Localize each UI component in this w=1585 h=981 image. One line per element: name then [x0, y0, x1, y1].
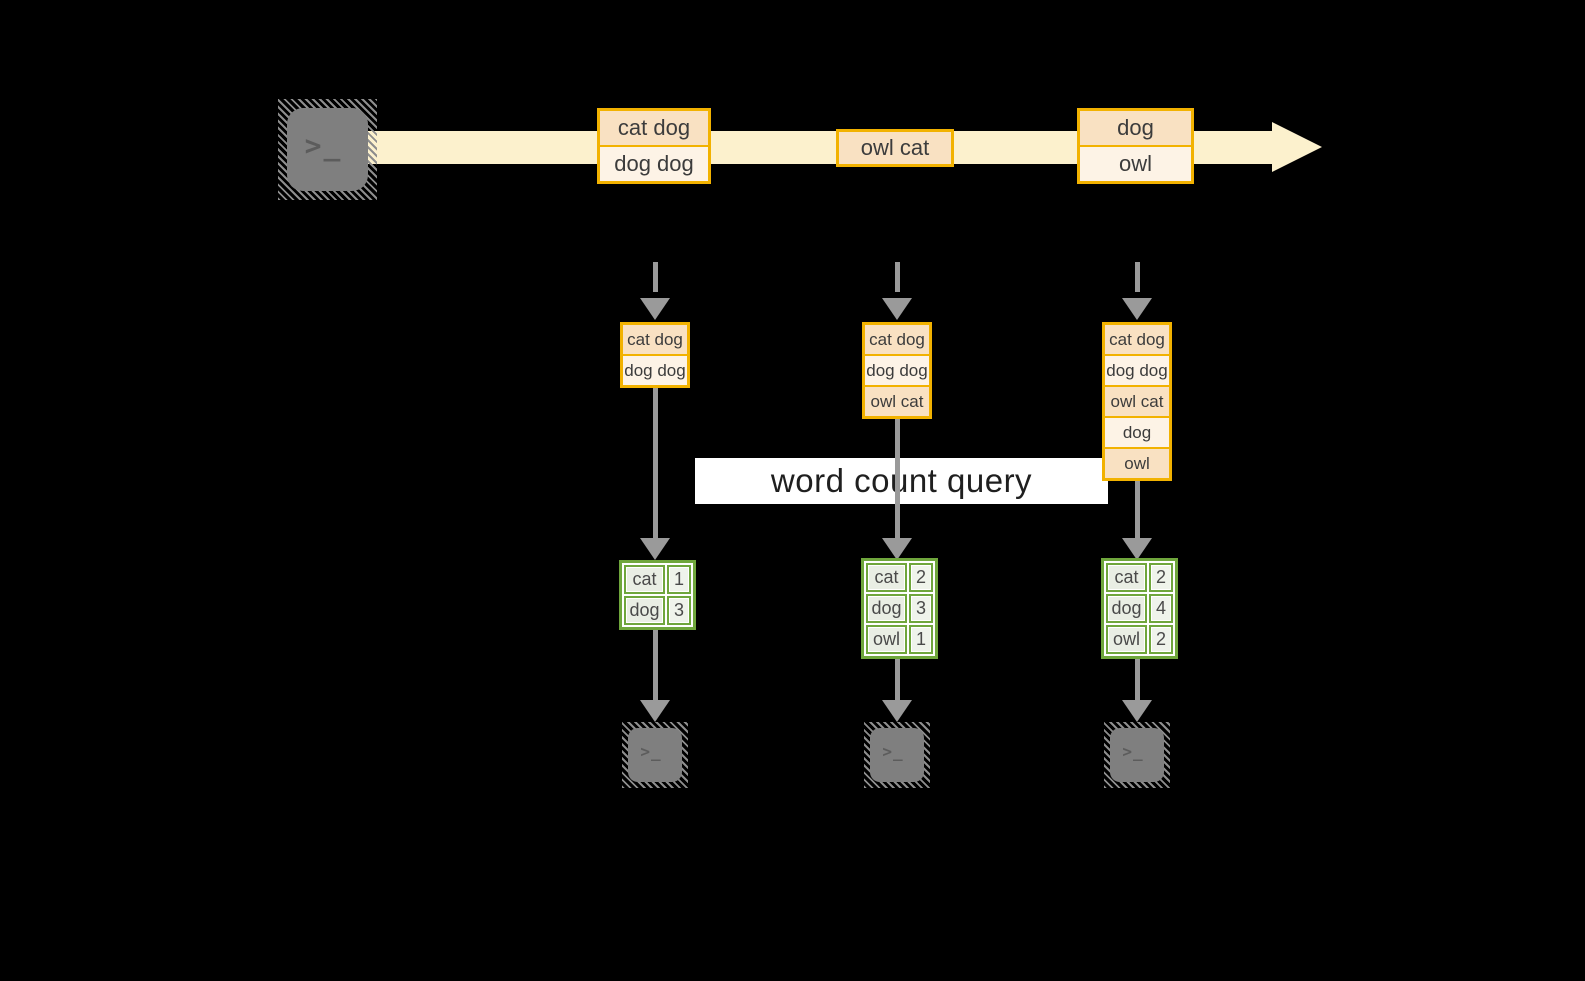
word-cell: cat — [1106, 563, 1147, 592]
query-arrow — [895, 419, 900, 538]
terminal-icon: >_ — [870, 728, 924, 782]
source-terminal-icon: >_ — [278, 99, 377, 200]
word-cell: owl — [1106, 625, 1147, 654]
table-row: owl 2 — [1106, 625, 1173, 654]
count-cell: 3 — [667, 596, 691, 625]
count-cell: 4 — [1149, 594, 1173, 623]
word-count-query-label: word count query — [695, 458, 1108, 504]
query-arrow — [1135, 481, 1140, 538]
terminal-icon: >_ — [628, 728, 682, 782]
stream-batch-1: cat dog dog dog — [597, 108, 711, 184]
count-cell: 1 — [667, 565, 691, 594]
dashed-arrowhead-icon — [882, 298, 912, 320]
table-row: dog 3 — [624, 596, 691, 625]
output-terminal-icon-3: >_ — [1104, 722, 1170, 788]
terminal-icon: >_ — [1110, 728, 1164, 782]
accumulated-records-2: cat dog dog dog owl cat — [862, 322, 932, 419]
queue-row: cat dog — [865, 325, 929, 354]
count-cell: 2 — [909, 563, 933, 592]
stream-record: dog — [1080, 111, 1191, 145]
word-count-table-1: cat 1 dog 3 — [619, 560, 696, 630]
output-arrow — [1135, 659, 1140, 700]
queue-row: dog — [1105, 418, 1169, 447]
arrowhead-icon — [882, 700, 912, 722]
table-row: dog 4 — [1106, 594, 1173, 623]
dashed-arrow — [1135, 262, 1140, 292]
table-row: dog 3 — [866, 594, 933, 623]
queue-row: dog dog — [623, 356, 687, 385]
output-terminal-icon-2: >_ — [864, 722, 930, 788]
word-count-table-3: cat 2 dog 4 owl 2 — [1101, 558, 1178, 659]
word-cell: cat — [866, 563, 907, 592]
table-row: cat 2 — [866, 563, 933, 592]
table-row: cat 1 — [624, 565, 691, 594]
dashed-arrow — [653, 262, 658, 292]
terminal-icon: >_ — [287, 108, 368, 191]
queue-row: owl cat — [1105, 387, 1169, 416]
terminal-prompt-icon: >_ — [882, 741, 904, 761]
accumulated-records-1: cat dog dog dog — [620, 322, 690, 388]
word-count-table-2: cat 2 dog 3 owl 1 — [861, 558, 938, 659]
table-row: owl 1 — [866, 625, 933, 654]
output-arrow — [895, 659, 900, 700]
arrowhead-icon — [640, 538, 670, 560]
queue-row: cat dog — [623, 325, 687, 354]
query-arrow — [653, 388, 658, 538]
stream-batch-3: dog owl — [1077, 108, 1194, 184]
arrowhead-icon — [1122, 538, 1152, 560]
stream-batch-2: owl cat — [836, 129, 954, 167]
queue-row: owl — [1105, 449, 1169, 478]
queue-row: cat dog — [1105, 325, 1169, 354]
terminal-prompt-icon: >_ — [1122, 741, 1144, 761]
word-cell: dog — [624, 596, 665, 625]
dashed-arrow — [895, 262, 900, 292]
output-terminal-icon-1: >_ — [622, 722, 688, 788]
word-cell: cat — [624, 565, 665, 594]
stream-record: dog dog — [600, 147, 708, 181]
count-cell: 1 — [909, 625, 933, 654]
count-cell: 2 — [1149, 563, 1173, 592]
stream-record: cat dog — [600, 111, 708, 145]
stream-record: owl cat — [839, 132, 951, 164]
terminal-prompt-icon: >_ — [304, 129, 343, 162]
output-arrow — [653, 630, 658, 700]
accumulated-records-3: cat dog dog dog owl cat dog owl — [1102, 322, 1172, 481]
dashed-arrowhead-icon — [640, 298, 670, 320]
stream-record: owl — [1080, 147, 1191, 181]
count-cell: 2 — [1149, 625, 1173, 654]
queue-row: owl cat — [865, 387, 929, 416]
word-cell: dog — [1106, 594, 1147, 623]
input-stream-arrowhead-icon — [1272, 122, 1322, 172]
arrowhead-icon — [1122, 700, 1152, 722]
terminal-prompt-icon: >_ — [640, 741, 662, 761]
arrowhead-icon — [640, 700, 670, 722]
dashed-arrowhead-icon — [1122, 298, 1152, 320]
table-row: cat 2 — [1106, 563, 1173, 592]
count-cell: 3 — [909, 594, 933, 623]
word-cell: owl — [866, 625, 907, 654]
word-cell: dog — [866, 594, 907, 623]
queue-row: dog dog — [865, 356, 929, 385]
arrowhead-icon — [882, 538, 912, 560]
queue-row: dog dog — [1105, 356, 1169, 385]
